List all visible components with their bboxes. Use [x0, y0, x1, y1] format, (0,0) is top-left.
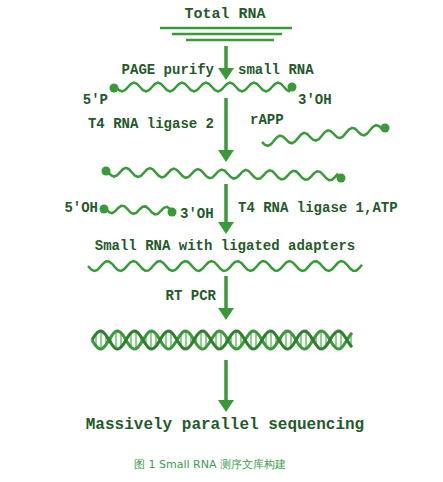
step-label: rAPP	[250, 112, 284, 129]
ligated-strand	[88, 261, 362, 271]
helix-rung	[220, 331, 222, 348]
end-dot	[381, 124, 390, 133]
dna-strand	[92, 331, 352, 349]
helix-rung	[100, 331, 102, 349]
flow-arrow	[224, 276, 228, 310]
stage-label: Total RNA	[184, 6, 265, 24]
adapter-strand	[262, 125, 382, 146]
figure-caption: 图 1 Small RNA 测序文库构建	[134, 458, 286, 471]
end-dot	[100, 205, 109, 214]
rna-strand	[160, 27, 292, 30]
helix-rung	[150, 331, 152, 349]
arrow-head	[218, 150, 234, 162]
arrow-head	[218, 68, 234, 80]
ligated-strand	[108, 168, 338, 180]
helix-rung	[270, 331, 272, 349]
flow-arrow	[224, 98, 228, 152]
step-label: T4 RNA ligase 2	[88, 116, 214, 133]
step-label: RT PCR	[166, 288, 216, 305]
step-label: PAGE purify	[122, 62, 214, 79]
dna-strand	[92, 331, 352, 349]
arrow-head	[218, 222, 234, 234]
strands-and-arrows	[88, 46, 390, 412]
stage-label: Massively parallel sequencing	[86, 416, 364, 435]
helix-rung	[320, 331, 322, 349]
arrow-head	[218, 308, 234, 320]
step-label: T4 RNA ligase 1,ATP	[238, 200, 398, 217]
step-label: 5′P	[83, 92, 108, 109]
end-dot	[102, 167, 111, 176]
end-dot	[168, 208, 177, 217]
flow-arrow	[224, 360, 228, 402]
rna-strand	[172, 33, 282, 36]
helix-rung	[115, 331, 117, 348]
step-label: 5′OH	[64, 200, 98, 217]
helix-rung	[185, 331, 187, 349]
end-dot	[288, 83, 297, 92]
helix-rung	[200, 331, 202, 348]
helix-rung	[235, 331, 237, 349]
step-label: 3′OH	[180, 206, 214, 223]
helix-rung	[285, 331, 287, 348]
flow-arrow	[224, 184, 228, 224]
step-label: 3′OH	[298, 92, 332, 109]
helix-rung	[135, 331, 137, 348]
step-label: small RNA	[238, 62, 314, 79]
adapter-strand	[106, 206, 170, 215]
total-rna-strands	[160, 28, 292, 40]
rna-strand	[186, 39, 274, 42]
end-dot	[110, 84, 119, 93]
arrow-head	[218, 400, 234, 412]
small-rna-strand	[116, 83, 290, 92]
stage-label: Small RNA with ligated adapters	[95, 238, 355, 255]
flow-arrow	[224, 46, 228, 70]
helix-rung	[305, 331, 307, 348]
end-dot	[337, 174, 346, 183]
